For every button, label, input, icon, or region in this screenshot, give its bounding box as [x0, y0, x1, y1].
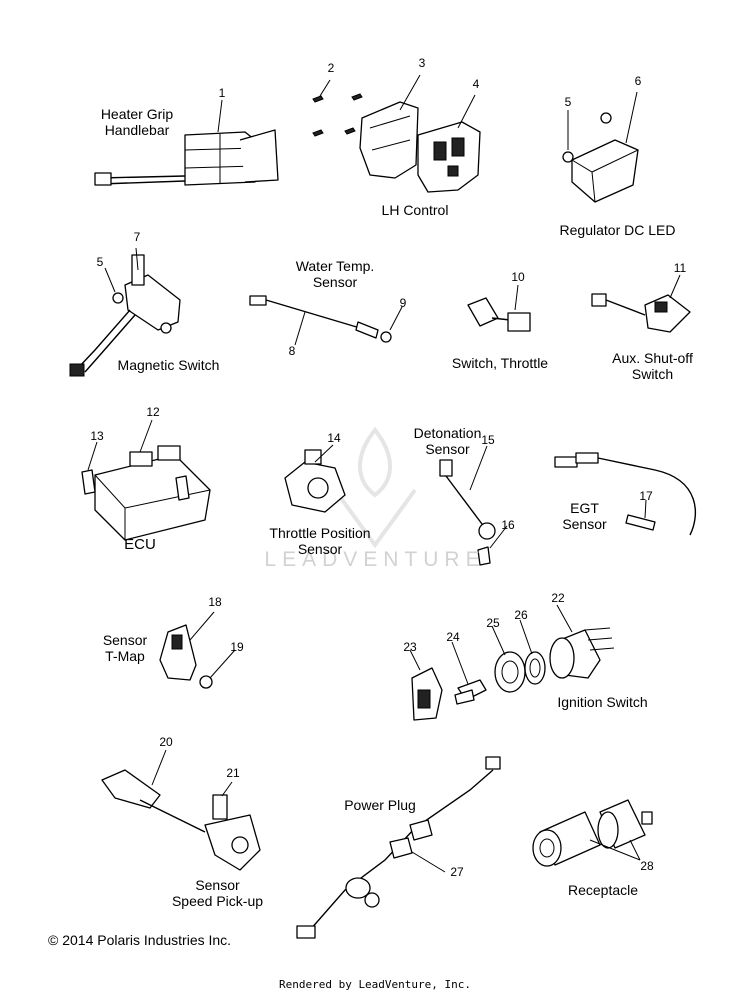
render-credit: Rendered by LeadVenture, Inc. — [278, 978, 472, 991]
watermark-logo — [333, 426, 417, 549]
label-water-temp: Water Temp. Sensor — [295, 258, 375, 290]
label-receptacle: Receptacle — [567, 882, 639, 898]
callout-27: 27 — [450, 865, 464, 879]
callout-1: 1 — [218, 86, 226, 100]
callout-23: 23 — [403, 640, 417, 654]
callout-11: 11 — [673, 261, 687, 275]
lh-control-part — [359, 101, 481, 193]
callout-19: 19 — [230, 640, 244, 654]
label-switch-throttle: Switch, Throttle — [451, 355, 549, 371]
callout-12: 12 — [146, 405, 160, 419]
ignition-switch-part — [411, 627, 615, 721]
callout-2: 2 — [327, 61, 335, 75]
egt-sensor-part — [554, 452, 696, 536]
callout-22: 22 — [551, 591, 565, 605]
label-lh-control: LH Control — [381, 202, 449, 218]
callout-8: 8 — [288, 344, 296, 358]
callout-4: 4 — [472, 77, 480, 91]
screws-part — [312, 93, 363, 137]
watermark-text: LEADVENTURE — [264, 548, 486, 571]
callout-10: 10 — [511, 270, 525, 284]
callout-7: 7 — [133, 230, 141, 244]
label-ecu: ECU — [124, 536, 156, 553]
power-plug-part — [296, 756, 501, 939]
detonation-sensor-part — [439, 459, 496, 566]
label-speed-pickup: Sensor Speed Pick-up — [171, 877, 264, 909]
callout-14: 14 — [327, 431, 341, 445]
callout-5b: 5 — [96, 255, 104, 269]
callout-25: 25 — [486, 616, 500, 630]
label-throttle-position: Throttle Position Sensor — [269, 525, 371, 557]
callout-9: 9 — [399, 296, 407, 310]
receptacle-part — [532, 799, 653, 867]
label-power-plug: Power Plug — [344, 797, 416, 813]
label-tmap: Sensor T-Map — [102, 632, 148, 664]
label-magnetic-switch: Magnetic Switch — [117, 357, 220, 373]
label-aux-shutoff: Aux. Shut-off Switch — [612, 350, 693, 382]
callout-21: 21 — [226, 766, 240, 780]
label-regulator: Regulator DC LED — [559, 222, 676, 238]
ecu-part — [81, 445, 211, 541]
aux-shutoff-switch-part — [591, 293, 691, 333]
callout-5a: 5 — [564, 95, 572, 109]
water-temp-sensor-part — [249, 295, 392, 343]
callout-28: 28 — [640, 859, 654, 873]
speed-pickup-sensor-part — [101, 769, 261, 871]
copyright-notice: © 2014 Polaris Industries Inc. — [48, 932, 232, 948]
label-egt: EGT Sensor — [562, 500, 607, 532]
callout-24: 24 — [446, 630, 460, 644]
callout-17: 17 — [639, 489, 653, 503]
regulator-part — [562, 112, 639, 203]
label-detonation: Detonation Sensor — [413, 425, 482, 457]
label-heater-grip: Heater Grip Handlebar — [100, 106, 174, 138]
callout-3: 3 — [418, 56, 426, 70]
callout-20: 20 — [159, 735, 173, 749]
callout-26: 26 — [514, 608, 528, 622]
callout-16: 16 — [501, 518, 515, 532]
throttle-switch-part — [467, 297, 531, 332]
callout-15: 15 — [481, 433, 495, 447]
callout-13: 13 — [90, 429, 104, 443]
label-ignition: Ignition Switch — [557, 694, 648, 710]
heater-grip-part — [94, 129, 279, 186]
tmap-sensor-part — [159, 624, 213, 689]
callout-6: 6 — [634, 74, 642, 88]
throttle-position-sensor-part — [284, 449, 346, 513]
callout-18: 18 — [208, 595, 222, 609]
